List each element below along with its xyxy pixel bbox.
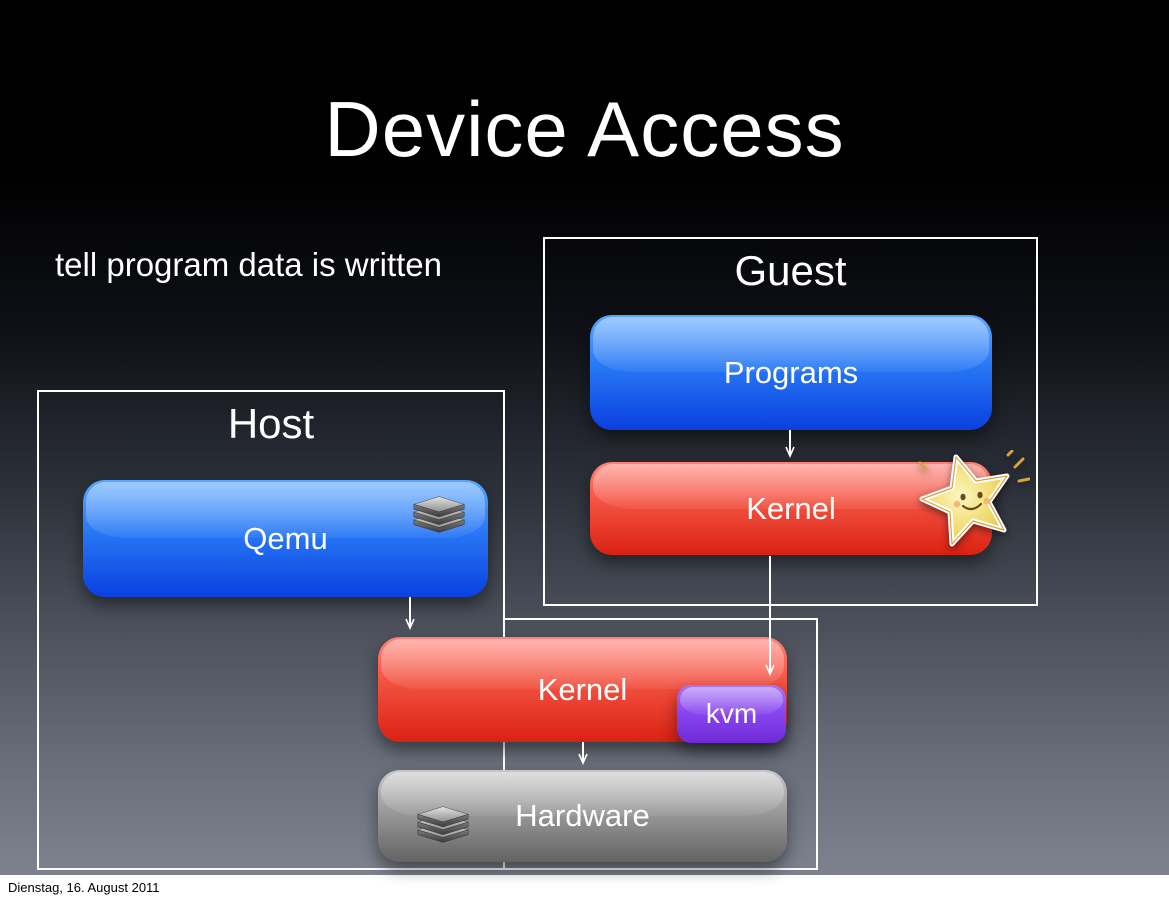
host-kernel-box-label: Kernel: [537, 671, 628, 707]
hardware-box: Hardware: [378, 770, 787, 862]
programs-box: Programs: [590, 315, 992, 430]
disk-icon: [416, 806, 470, 843]
kvm-box-label: kvm: [705, 698, 758, 729]
qemu-box-label: Qemu: [243, 520, 328, 556]
guest-group-frame: Guest: [543, 237, 1038, 606]
host-group-label: Host: [227, 400, 315, 447]
guest-kernel-box-label: Kernel: [746, 490, 836, 526]
star-sticker: [918, 449, 1031, 556]
kvm-box: kvm: [677, 685, 786, 743]
qemu-box: Qemu: [83, 480, 488, 597]
annotation-text: tell program data is written: [55, 246, 442, 283]
smiling-star-icon: [918, 449, 1031, 547]
slide-background: Device Access tell program data is writt…: [0, 0, 1169, 875]
hardware-box-label: Hardware: [515, 798, 650, 833]
slide-title: Device Access: [324, 85, 845, 173]
disk-icon: [412, 496, 466, 533]
guest-group-label: Guest: [734, 247, 847, 294]
slide-footer-date: Dienstag, 16. August 2011: [0, 875, 1169, 900]
stack-group-frame: [503, 618, 818, 870]
programs-box-label: Programs: [723, 354, 859, 390]
